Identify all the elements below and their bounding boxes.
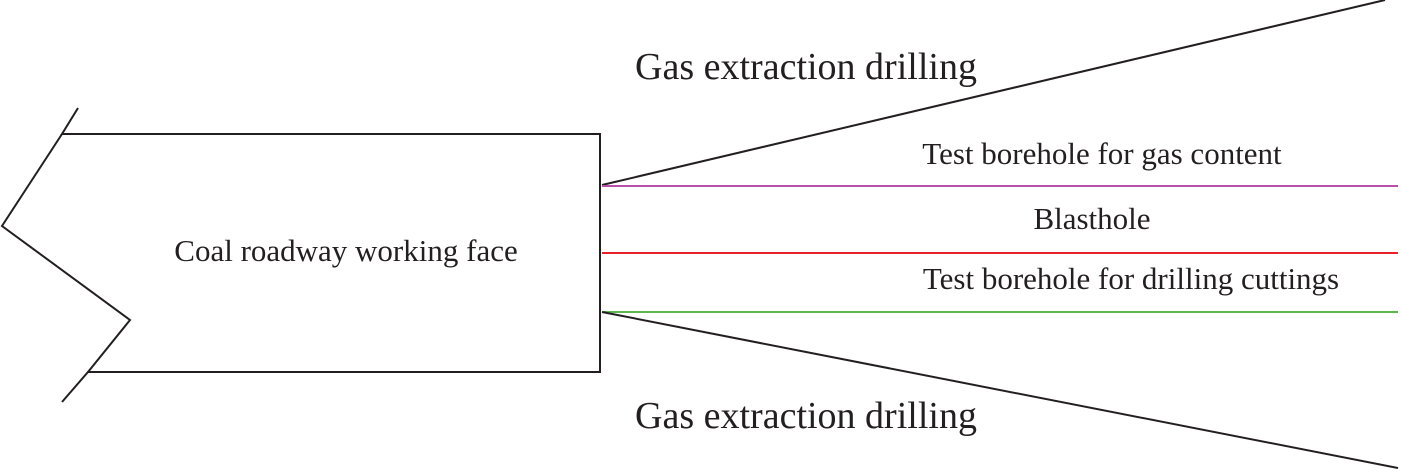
test-drilling-cuttings-label: Test borehole for drilling cuttings	[923, 261, 1339, 296]
test-drilling-cuttings: Test borehole for drilling cuttings	[602, 261, 1398, 313]
roadway-label: Coal roadway working face	[174, 233, 517, 268]
coal-roadway: Coal roadway working face	[0, 107, 601, 403]
gas-extraction-bottom-line	[601, 311, 1399, 469]
test-gas-content-label: Test borehole for gas content	[922, 136, 1282, 171]
roadway-tail-notch	[0, 133, 132, 373]
roadway-outline	[60, 107, 601, 403]
gas-extraction-top: Gas extraction drilling	[601, 0, 1386, 186]
gas-extraction-top-label: Gas extraction drilling	[635, 46, 977, 88]
gas-extraction-bottom: Gas extraction drilling	[601, 311, 1399, 469]
blasthole-label: Blasthole	[1033, 201, 1150, 236]
gas-extraction-top-line	[601, 0, 1386, 186]
blasthole: Blasthole	[602, 201, 1398, 254]
gas-extraction-bottom-label: Gas extraction drilling	[635, 395, 977, 437]
test-gas-content: Test borehole for gas content	[602, 136, 1398, 187]
